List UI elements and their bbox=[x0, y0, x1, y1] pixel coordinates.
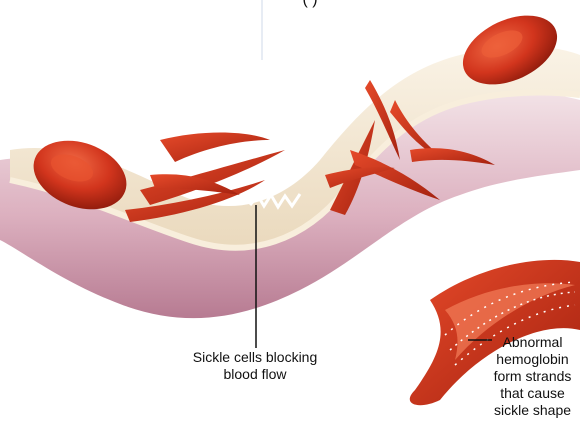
hemoglobin-strands-label: Abnormal hemoglobin form strands that ca… bbox=[485, 334, 580, 419]
blocking-label-line-1: Sickle cells blocking bbox=[180, 349, 330, 366]
blocking-label-line-2: blood flow bbox=[180, 366, 330, 383]
strands-label-line-3: form strands bbox=[485, 368, 580, 385]
strands-label-line-5: sickle shape bbox=[485, 402, 580, 419]
top-caption-partial: ( ) bbox=[225, 0, 395, 8]
strands-label-line-4: that cause bbox=[485, 385, 580, 402]
strands-label-line-2: hemoglobin bbox=[485, 351, 580, 368]
sickle-cells-blocking-label: Sickle cells blocking blood flow bbox=[180, 349, 330, 383]
strands-label-line-1: Abnormal bbox=[485, 334, 580, 351]
